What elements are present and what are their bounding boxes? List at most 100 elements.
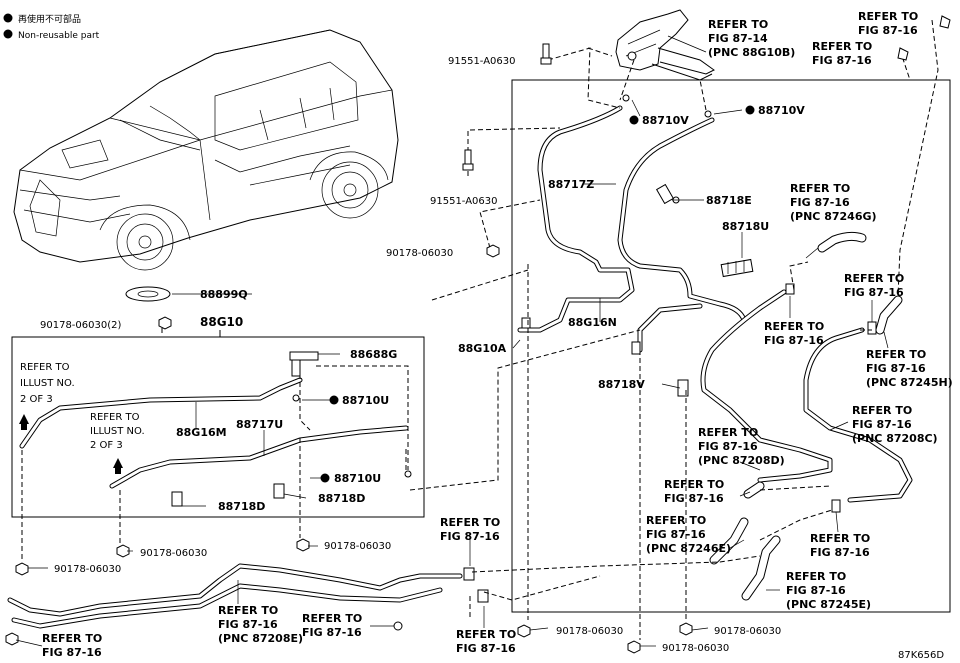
pipe-88g16n <box>617 117 747 323</box>
solid-leaders <box>15 35 889 647</box>
up-arrow-icon <box>115 468 121 474</box>
refer-label: REFER TO <box>20 362 70 373</box>
pipe-88717u <box>109 425 409 489</box>
refer-label: REFER TO <box>786 570 846 583</box>
refer-label: ILLUST NO. <box>90 426 145 437</box>
refer-label: REFER TO <box>852 404 912 417</box>
refer-labels: REFER TO FIG 87-16 REFER TO FIG 87-16 RE… <box>42 10 953 659</box>
sub-assembly-box-88g10 <box>11 336 425 518</box>
refer-label: REFER TO <box>664 478 724 491</box>
part-number-label: 91551-A0630 <box>430 196 498 207</box>
leader-lines <box>21 19 939 640</box>
pipe-88717z <box>517 105 635 333</box>
refer-label: (PNC 87245E) <box>786 598 871 611</box>
refer-arrows <box>19 414 123 474</box>
part-number-label: 90178-06030 <box>324 541 391 552</box>
part-number-label: 90178-06030 <box>662 643 729 654</box>
refer-label: REFER TO <box>456 628 516 641</box>
refer-label: FIG 87-16 <box>866 362 926 375</box>
refer-label: FIG 87-16 <box>812 54 872 67</box>
refer-label: FIG 87-16 <box>844 286 904 299</box>
refer-label: FIG 87-14 <box>708 32 768 45</box>
pipe-88g10a <box>637 289 913 503</box>
hoses <box>709 231 903 601</box>
refer-label: FIG 87-16 <box>456 642 516 655</box>
part-number-label: 88G10 <box>200 315 243 329</box>
refer-label: FIG 87-16 <box>790 196 850 209</box>
non-reusable-dot-icon <box>320 473 330 483</box>
part-number-label: 88718D <box>318 492 365 505</box>
pipe-87208e <box>7 563 489 631</box>
refer-label: (PNC 87208D) <box>698 454 785 467</box>
legend: 再使用不可部品 Non-reusable part <box>3 13 100 41</box>
refer-label: (PNC 87245H) <box>866 376 953 389</box>
fasteners <box>5 15 951 654</box>
part-number-label: 88G16M <box>176 426 227 439</box>
refer-label: 2 OF 3 <box>90 440 123 451</box>
non-reusable-dot-icon <box>629 115 639 125</box>
part-number-label: 88718V <box>598 378 645 391</box>
refer-label: FIG 87-16 <box>786 584 846 597</box>
refer-label: REFER TO <box>844 272 904 285</box>
refer-label: REFER TO <box>764 320 824 333</box>
vehicle-illustration <box>13 29 399 271</box>
refer-label: 2 OF 3 <box>20 394 53 405</box>
refer-label: FIG 87-16 <box>646 528 706 541</box>
part-number-label: 88710V <box>758 104 805 117</box>
up-arrow-icon <box>19 414 29 424</box>
refer-label: FIG 87-16 <box>664 492 724 505</box>
non-reusable-dot-icon <box>329 395 339 405</box>
refer-label: REFER TO <box>858 10 918 23</box>
refer-label: (PNC 87246E) <box>646 542 731 555</box>
refer-label: (PNC 88G10B) <box>708 46 795 59</box>
legend-dot-icon <box>3 13 13 23</box>
part-number-label: 88G16N <box>568 316 617 329</box>
refer-label: REFER TO <box>646 514 706 527</box>
refer-label: (PNC 87246G) <box>790 210 877 223</box>
part-number-label: 88718U <box>722 220 769 233</box>
part-number-label: 90178-06030 <box>386 248 453 259</box>
part-number-label: 88G10A <box>458 342 507 355</box>
part-number-label: 88710U <box>342 394 389 407</box>
part-number-label: 90178-06030 <box>54 564 121 575</box>
refer-label: FIG 87-16 <box>764 334 824 347</box>
part-number-label: 91551-A0630 <box>448 56 516 67</box>
refer-label: FIG 87-16 <box>218 618 278 631</box>
refer-label: REFER TO <box>698 426 758 439</box>
legend-text-jp: 再使用不可部品 <box>18 13 81 25</box>
bracket-88g10b <box>615 9 715 81</box>
refer-label: REFER TO <box>42 632 102 645</box>
part-labels: REFER TO FIG 87-14 (PNC 88G10B) 91551-A0… <box>20 18 944 661</box>
illustration-code: 87K656D <box>898 650 944 661</box>
non-reusable-dot-icon <box>745 105 755 115</box>
refer-label: REFER TO <box>440 516 500 529</box>
refer-label: REFER TO <box>790 182 850 195</box>
part-number-label: 88718D <box>218 500 265 513</box>
main-assembly-frame <box>511 79 951 613</box>
part-number-label: 90178-06030 <box>556 626 623 637</box>
part-number-label: 88717U <box>236 418 283 431</box>
part-number-label: 88718E <box>706 194 752 207</box>
part-number-label: 88688G <box>350 348 397 361</box>
part-number-label: 90178-06030(2) <box>40 320 121 331</box>
refer-label: REFER TO <box>810 532 870 545</box>
refer-label: FIG 87-16 <box>698 440 758 453</box>
legend-text-en: Non-reusable part <box>18 31 100 41</box>
legend-dot-icon <box>3 29 13 39</box>
refer-label: REFER TO <box>866 348 926 361</box>
refer-label: REFER TO <box>708 18 768 31</box>
refer-label: (PNC 87208C) <box>852 432 938 445</box>
refer-label: REFER TO <box>812 40 872 53</box>
refer-label: REFER TO <box>90 412 140 423</box>
refer-label: FIG 87-16 <box>440 530 500 543</box>
refer-label: REFER TO <box>218 604 278 617</box>
refer-label: (PNC 87208E) <box>218 632 303 645</box>
refer-label: FIG 87-16 <box>852 418 912 431</box>
refer-label: REFER TO <box>302 612 362 625</box>
part-number-label: 88899Q <box>200 288 248 301</box>
refer-label: ILLUST NO. <box>20 378 75 389</box>
refer-label: FIG 87-16 <box>302 626 362 639</box>
part-number-label: 90178-06030 <box>714 626 781 637</box>
up-arrow-icon <box>113 458 123 468</box>
